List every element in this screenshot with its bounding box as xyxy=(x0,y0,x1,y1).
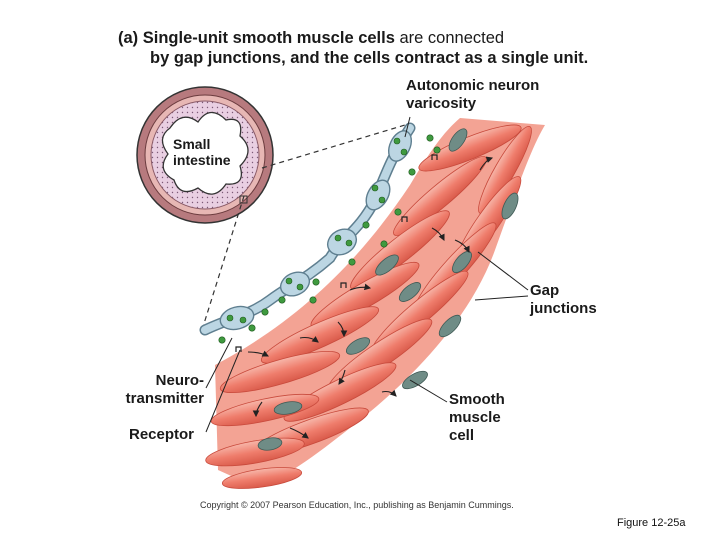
muscle-tissue xyxy=(205,118,545,489)
title-prefix: (a) xyxy=(118,29,139,47)
figure-number: Figure 12-25a xyxy=(617,517,686,529)
label-smooth-muscle-line2: muscle xyxy=(449,409,501,426)
label-smooth-muscle-line3: cell xyxy=(449,427,475,444)
label-smooth-muscle-line1: Smooth xyxy=(449,391,505,408)
label-gap-junctions-line1: Gap xyxy=(530,282,560,299)
label-small-intestine-line1: Small xyxy=(173,136,211,152)
label-gap-junctions-line2: junctions xyxy=(530,300,597,317)
label-receptor: Receptor xyxy=(129,426,195,443)
label-small-intestine-line2: intestine xyxy=(173,152,231,168)
title-rest: are connected xyxy=(399,29,505,47)
label-neurotransmitter-line1: Neuro- xyxy=(155,372,204,389)
title-line2: by gap junctions, and the cells contract… xyxy=(150,49,589,67)
leader-smooth-muscle xyxy=(409,379,448,403)
label-neurotransmitter-line2: transmitter xyxy=(125,390,204,407)
copyright-notice: Copyright © 2007 Pearson Education, Inc.… xyxy=(200,500,514,510)
title-bold: Single-unit smooth muscle cells xyxy=(142,29,395,47)
label-gap-junctions: Gap junctions xyxy=(530,282,597,318)
leader-gap-junction-1 xyxy=(477,251,529,291)
leader-varicosity xyxy=(404,116,411,138)
label-varicosity-line2: varicosity xyxy=(406,95,477,112)
zoom-marker xyxy=(239,195,248,204)
autonomic-neuron xyxy=(199,122,441,352)
figure-title: (a) Single-unit smooth muscle cells are … xyxy=(118,28,588,68)
label-small-intestine: Small intestine xyxy=(173,136,231,168)
zoom-line-upper xyxy=(261,124,406,169)
small-intestine-cross-section xyxy=(136,86,274,224)
leader-neurotransmitter xyxy=(205,337,233,389)
label-varicosity: Autonomic neuron varicosity xyxy=(406,77,539,113)
label-smooth-muscle-cell: Smooth muscle cell xyxy=(449,391,505,445)
label-varicosity-line1: Autonomic neuron xyxy=(406,77,540,94)
label-neurotransmitter: Neuro- transmitter xyxy=(120,372,204,408)
leader-gap-junction-2 xyxy=(474,295,529,301)
zoom-line-lower xyxy=(201,195,245,331)
leader-receptor xyxy=(205,349,241,433)
